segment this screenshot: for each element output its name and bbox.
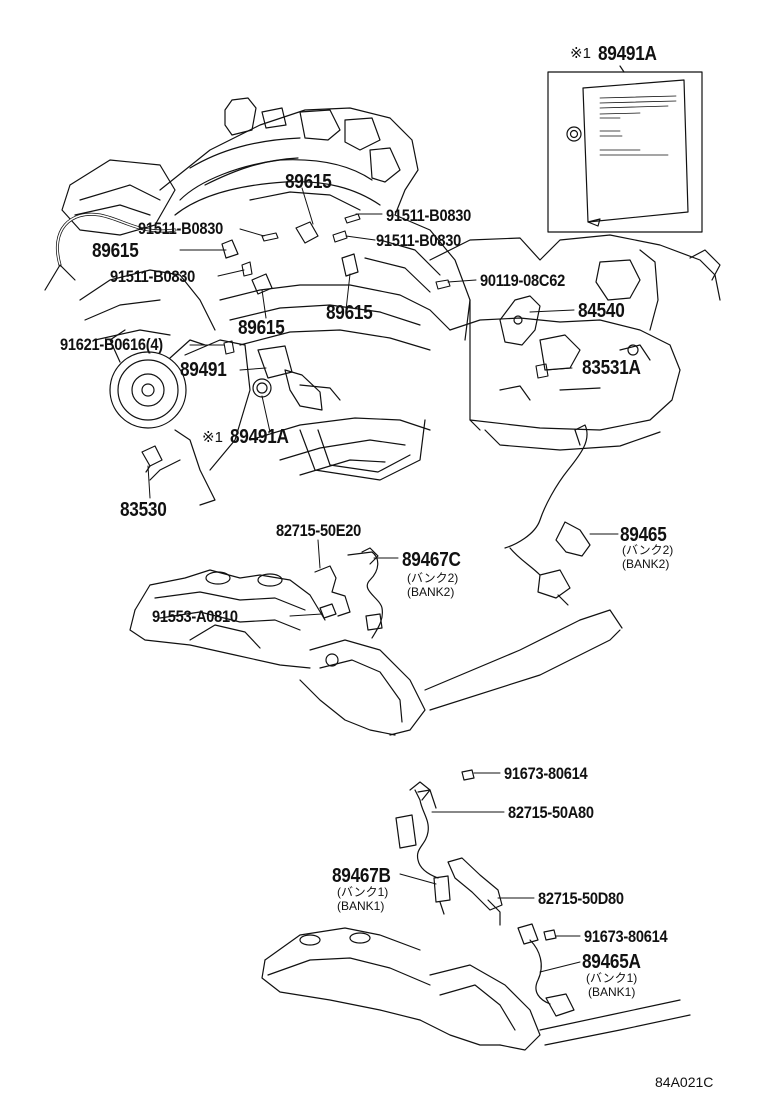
callout-84540[interactable]: 84540 — [578, 300, 625, 322]
callout-90119-08c62[interactable]: 90119-08C62 — [480, 271, 565, 290]
callout-89467b[interactable]: 89467B — [332, 865, 391, 887]
leader-lines — [147, 187, 619, 973]
callout-89467c[interactable]: 89467C — [402, 549, 461, 571]
callout-89467b-bank-jp: (バンク1) — [337, 885, 389, 899]
callout-83531a[interactable]: 83531A — [582, 357, 641, 379]
label-box-reference-mark: ※1 — [570, 45, 591, 62]
callout-89615-a[interactable]: 89615 — [285, 171, 332, 193]
callout-89467c-bank-en: (BANK2) — [407, 585, 455, 599]
callout-91621-b0616[interactable]: 91621-B0616(4) — [60, 335, 163, 354]
callout-89465[interactable]: 89465 — [620, 524, 667, 546]
callout-89615-c[interactable]: 89615 — [238, 317, 285, 339]
label-box-89491a — [547, 65, 703, 233]
callout-89465-bank-en: (BANK2) — [622, 557, 670, 571]
diagram-code: 84A021C — [655, 1074, 714, 1090]
callout-89615-d[interactable]: 89615 — [326, 302, 373, 324]
callout-89465a-bank-jp: (バンク1) — [586, 971, 638, 985]
callout-91511-b0830-d[interactable]: 91511-B0830 — [110, 267, 195, 286]
callout-89465a-bank-en: (BANK1) — [588, 985, 636, 999]
exhaust-bank1 — [261, 769, 691, 1051]
callout-89467c-bank-jp: (バンク2) — [407, 571, 459, 585]
callout-83530[interactable]: 83530 — [120, 499, 167, 521]
callout-89465-bank-jp: (バンク2) — [622, 543, 674, 557]
engine-assembly — [44, 97, 721, 506]
callout-89615-b[interactable]: 89615 — [92, 240, 139, 262]
callout-91553-a0810[interactable]: 91553-A0810 — [152, 607, 238, 626]
callout-91511-b0830-c[interactable]: 91511-B0830 — [376, 231, 461, 250]
callout-91511-b0830-a[interactable]: 91511-B0830 — [138, 219, 223, 238]
callout-89491a-box[interactable]: 89491A — [598, 43, 657, 65]
callout-91673-80614-b[interactable]: 91673-80614 — [584, 927, 668, 946]
callout-82715-50d80[interactable]: 82715-50D80 — [538, 889, 624, 908]
callout-89491a-reference-mark: ※1 — [202, 429, 223, 446]
exhaust-bank2 — [129, 424, 623, 736]
callout-89465a[interactable]: 89465A — [582, 951, 641, 973]
callout-89491a[interactable]: 89491A — [230, 426, 289, 448]
callout-91511-b0830-b[interactable]: 91511-B0830 — [386, 206, 471, 225]
callout-82715-50e20[interactable]: 82715-50E20 — [276, 521, 361, 540]
sensor-89615-group — [221, 221, 359, 295]
callout-89491[interactable]: 89491 — [180, 359, 227, 381]
callout-89467b-bank-en: (BANK1) — [337, 899, 385, 913]
callout-91673-80614-a[interactable]: 91673-80614 — [504, 764, 588, 783]
callout-82715-50a80[interactable]: 82715-50A80 — [508, 803, 594, 822]
bolt-symbols — [223, 213, 549, 379]
